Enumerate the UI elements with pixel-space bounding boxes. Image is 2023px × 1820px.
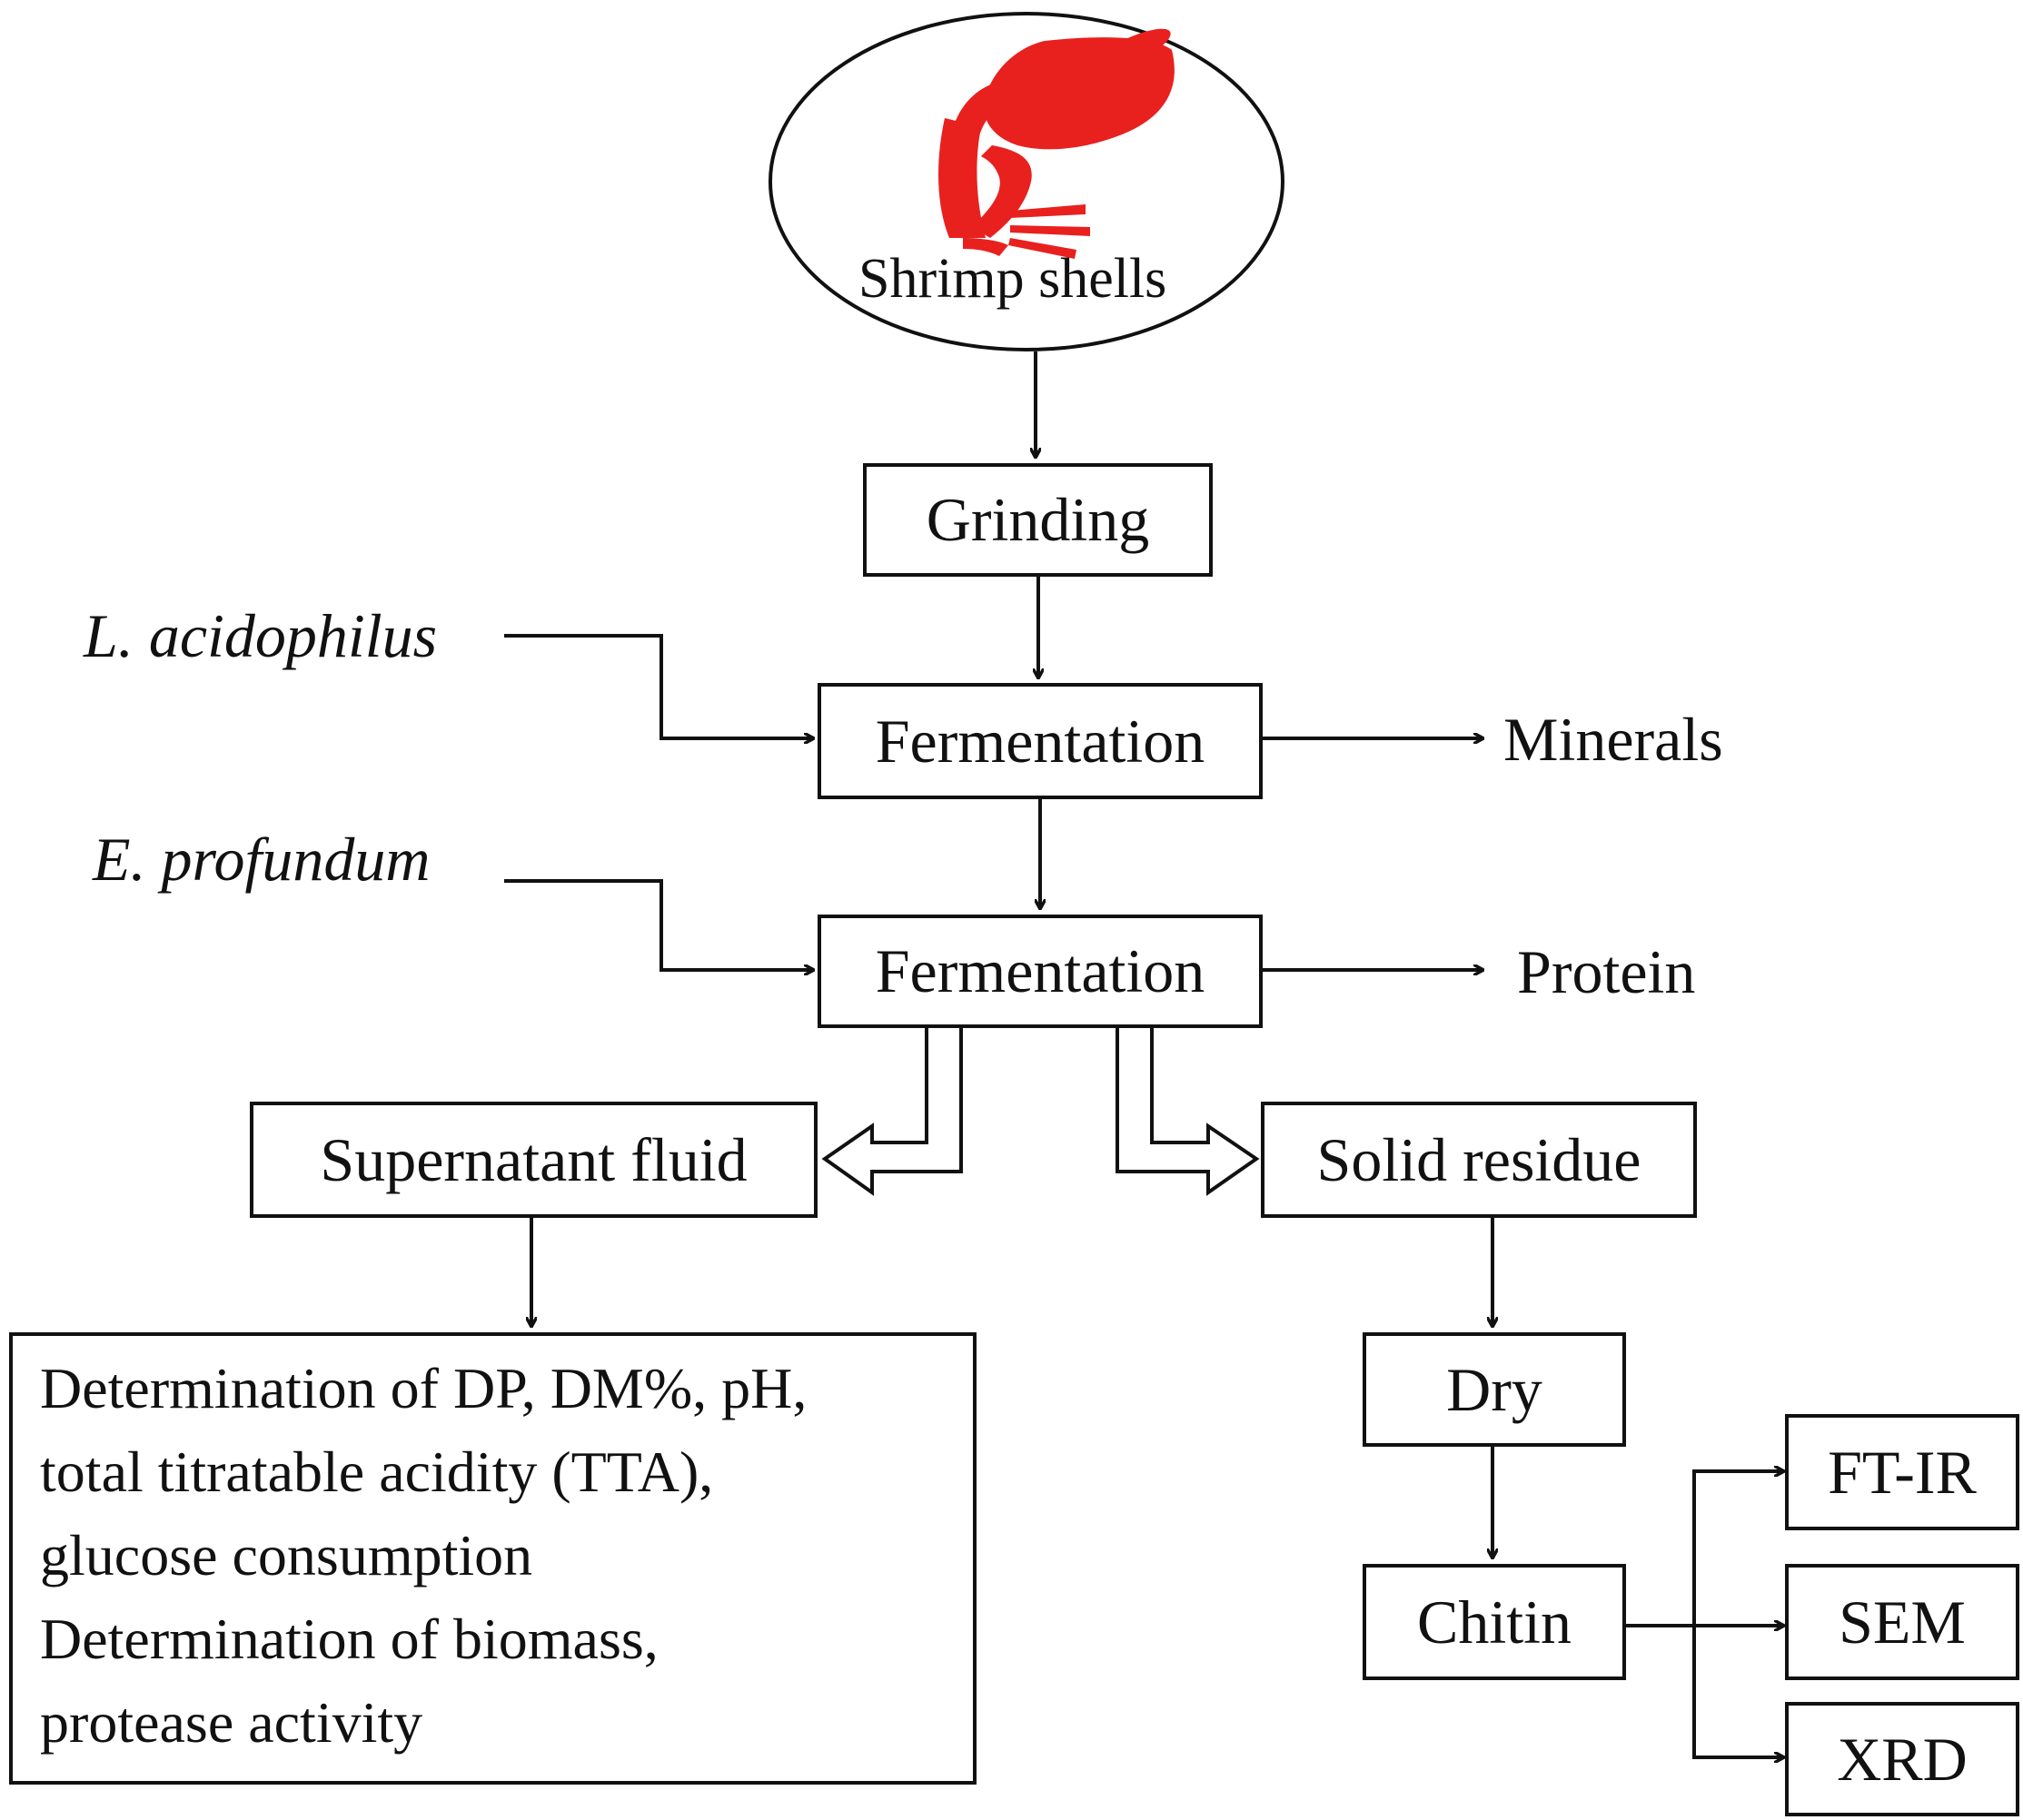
- analysis-line: total titratable acidity (TTA),: [40, 1439, 714, 1504]
- hollow-arrow-left: [821, 1023, 963, 1196]
- minerals-label: Minerals: [1503, 705, 1723, 774]
- start-label: Shrimp shells: [858, 248, 1167, 310]
- hollow-arrow-right: [1116, 1023, 1260, 1196]
- sem-box: SEM: [1785, 1564, 2019, 1680]
- e-profundum-label: E. profundum: [93, 825, 431, 894]
- dry-box: Dry: [1363, 1332, 1626, 1447]
- fermentation-box-1: Fermentation: [818, 683, 1263, 799]
- solid-residue-box: Solid residue: [1261, 1102, 1697, 1218]
- analysis-line: glucose consumption: [40, 1523, 533, 1588]
- grinding-box: Grinding: [863, 463, 1213, 577]
- chitin-box: Chitin: [1363, 1564, 1626, 1680]
- analysis-line: protease activity: [40, 1690, 423, 1755]
- analysis-line: Determination of DP, DM%, pH,: [40, 1356, 808, 1420]
- fermentation-box-2: Fermentation: [818, 915, 1263, 1028]
- protein-label: Protein: [1517, 937, 1696, 1006]
- supernatant-box: Supernatant fluid: [250, 1102, 818, 1218]
- shrimp-icon: [938, 28, 1175, 259]
- l-acidophilus-label: L. acidophilus: [84, 601, 438, 670]
- ftir-box: FT-IR: [1785, 1414, 2019, 1530]
- analysis-line: Determination of biomass,: [40, 1607, 659, 1671]
- xrd-box: XRD: [1785, 1702, 2019, 1816]
- supernatant-analysis-box: Determination of DP, DM%, pH, total titr…: [9, 1332, 977, 1785]
